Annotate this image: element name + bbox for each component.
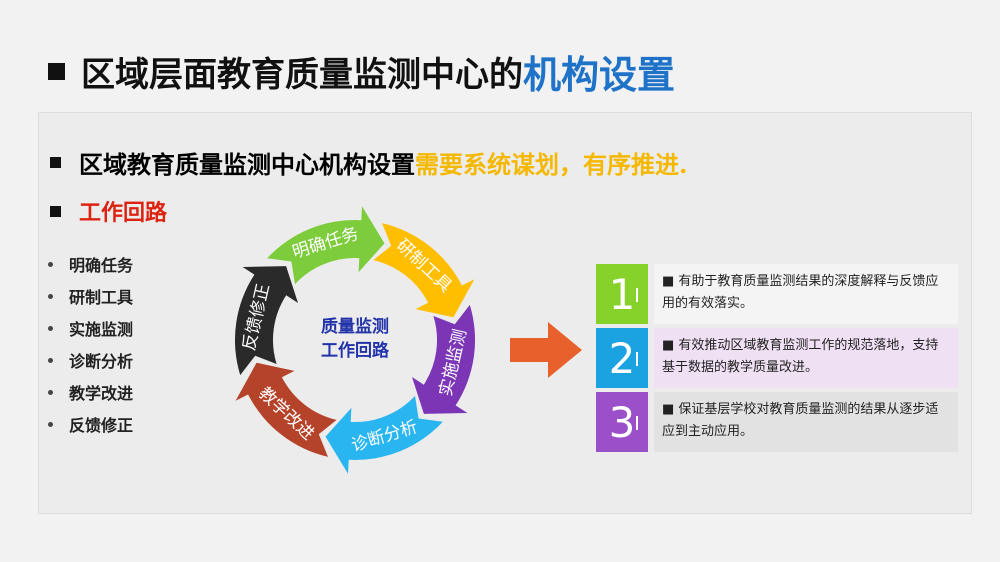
list-item-label: 诊断分析 <box>69 352 134 371</box>
cycle-arrow-segment <box>412 304 476 414</box>
list-item-label: 研制工具 <box>69 288 134 307</box>
bullet-intro: 区域教育质量监测中心机构设置需要系统谋划，有序推进. <box>50 145 687 180</box>
title-highlight: 机构设置 <box>523 53 676 97</box>
cycle-arrow-segment <box>267 206 385 285</box>
outcome-row: 1■ 有助于教育质量监测结果的深度解释与反馈应用的有效落实。 <box>596 264 958 324</box>
list-item: 研制工具 <box>48 280 133 312</box>
cycle-arrow-segment <box>235 362 337 457</box>
title-main: 区域层面教育质量监测中心的 <box>81 55 523 95</box>
list-item-label: 反馈修正 <box>69 416 134 435</box>
steps-list: 明确任务 研制工具 实施监测 诊断分析 教学改进 反馈修正 <box>48 248 133 440</box>
bullet-square-icon <box>48 63 65 80</box>
list-item: 反馈修正 <box>48 408 133 440</box>
right-arrow-icon <box>510 322 582 378</box>
bullet-text: 区域教育质量监测中心机构设置 <box>79 150 415 179</box>
cycle-center-label: 质量监测 <box>321 316 389 337</box>
list-item: 教学改进 <box>48 376 133 408</box>
bullet-square-icon <box>50 157 61 168</box>
bullet-text: 工作回路 <box>79 200 168 226</box>
bullet-work-loop: 工作回路 <box>50 195 167 227</box>
outcome-row: 3■ 保证基层学校对教育质量监测的结果从逐步适应到主动应用。 <box>596 392 958 452</box>
outcome-number: 3 <box>596 392 648 452</box>
outcome-row: 2■ 有效推动区域教育监测工作的规范落地，支持基于数据的教学质量改进。 <box>596 328 958 388</box>
page-title: 区域层面教育质量监测中心的机构设置 <box>48 44 675 99</box>
cycle-arrow-segment <box>234 266 298 376</box>
outcome-text: ■ 有效推动区域教育监测工作的规范落地，支持基于数据的教学质量改进。 <box>654 328 958 388</box>
bullet-square-icon <box>50 205 61 217</box>
work-loop-cycle-diagram: 明确任务研制工具实施监测诊断分析教学改进反馈修正 质量监测 工作回路 <box>234 206 476 474</box>
cycle-arrow-segment <box>373 223 475 318</box>
list-item: 明确任务 <box>48 248 133 280</box>
list-item: 实施监测 <box>48 312 133 344</box>
bullet-highlight: 需要系统谋划，有序推进. <box>415 150 688 179</box>
outcome-text: ■ 保证基层学校对教育质量监测的结果从逐步适应到主动应用。 <box>654 392 958 452</box>
cycle-arrow-segment <box>325 395 443 474</box>
list-item-label: 教学改进 <box>69 384 134 403</box>
list-item-label: 实施监测 <box>69 320 134 339</box>
list-item-label: 明确任务 <box>69 256 134 275</box>
outcome-number: 2 <box>596 328 648 388</box>
outcome-text: ■ 有助于教育质量监测结果的深度解释与反馈应用的有效落实。 <box>654 264 958 324</box>
list-item: 诊断分析 <box>48 344 133 376</box>
outcome-number: 1 <box>596 264 648 324</box>
cycle-center-label: 工作回路 <box>321 340 390 361</box>
